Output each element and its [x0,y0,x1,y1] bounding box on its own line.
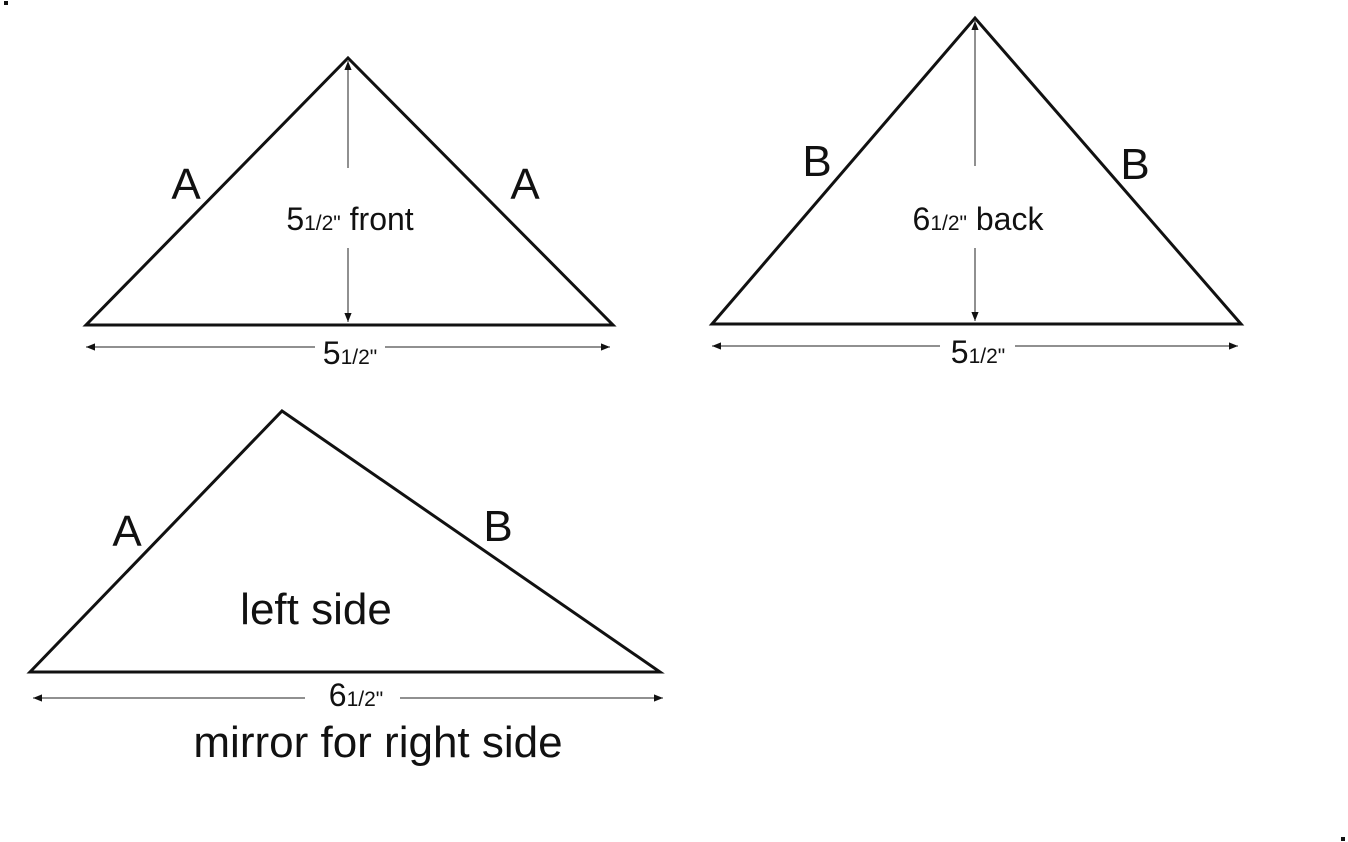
edge-label-right: A [510,160,540,209]
back-triangle-outline [708,15,1245,326]
side-triangle: A B left side 61/2" mirror for right sid… [26,409,665,767]
mirror-note: mirror for right side [193,718,562,767]
back-base-label: 51/2" [951,334,1005,370]
edge-label-left: B [802,137,831,186]
back-triangle: 61/2" back 51/2" B B [708,15,1245,370]
front-base-label: 51/2" [323,335,377,371]
side-triangle-outline [26,409,665,674]
back-height-label: 61/2" back [913,201,1045,237]
corner-dot [4,1,8,5]
edge-label-right: B [1120,140,1149,189]
side-label: left side [240,585,392,634]
front-triangle: 51/2" front 51/2" A A [82,55,617,371]
front-height-label: 51/2" front [286,201,413,237]
corner-dot [1341,837,1345,841]
edge-label-right: B [483,502,512,551]
side-base-label: 61/2" [329,677,383,713]
edge-label-left: A [112,507,142,556]
edge-label-left: A [171,160,201,209]
front-triangle-outline [82,55,617,327]
